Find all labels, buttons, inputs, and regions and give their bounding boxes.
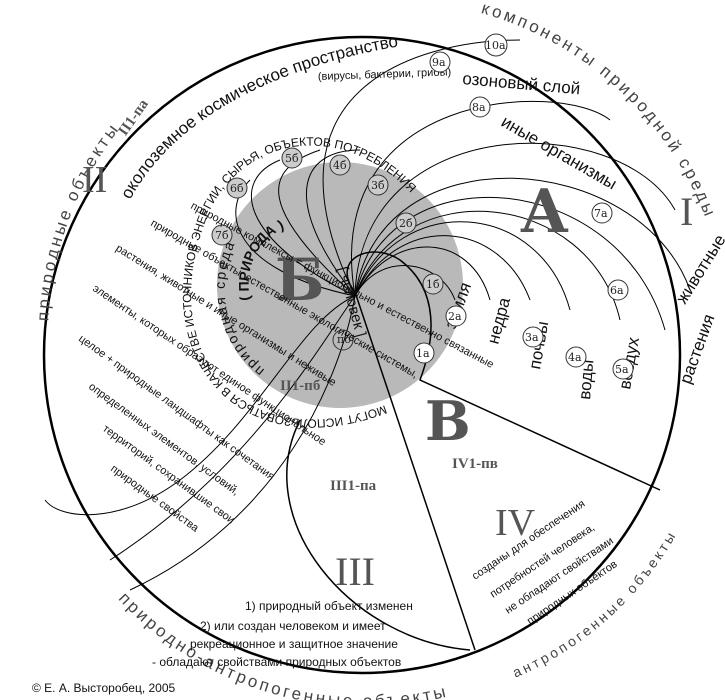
region-iii-text: 1) природный объект изменен 2) или созда… [152,599,413,669]
code-iv1pv: IV1-пв [452,456,498,472]
component-label: воды [575,359,597,401]
code-iii1pa: III1-па [330,478,377,494]
roman-i: I [680,189,693,234]
letter-v: В [425,389,471,453]
svg-text:2б: 2б [399,217,413,230]
code-pb: пб [337,333,351,346]
letter-a: А [520,177,569,247]
boundary-iii-left [286,419,471,651]
svg-text:6б: 6б [230,182,244,195]
svg-text:рекреационное и защитное значе: рекреационное и защитное значение [190,637,398,651]
svg-text:5б: 5б [285,152,299,165]
svg-text:7б: 7б [215,229,229,242]
component-label: недра [484,295,515,346]
svg-text:1б: 1б [426,278,440,291]
svg-text:7а: 7а [594,207,608,220]
svg-text:1) природный объект изменен: 1) природный объект изменен [245,599,413,613]
copyright: © Е. А. Высторобец, 2005 [32,681,176,695]
svg-text:2) или создан человеком и имее: 2) или создан человеком и имеет [200,619,386,633]
svg-text:3а: 3а [525,331,539,344]
roman-ii: II [82,159,107,201]
a-codes: 1а 2а 3а 4а 5а 6а 7а 8а 9а 10а [413,33,634,380]
svg-text:5а: 5а [615,363,629,376]
roman-iii: III [335,549,375,594]
organisms-note: (вирусы, бактерии, грибы) [318,66,452,83]
code-pb-circle [332,329,354,351]
svg-text:9а: 9а [432,56,446,69]
b-codes: 1б 2б 3б 4б 5б 6б 7б [211,147,444,295]
svg-text:6а: 6а [610,284,624,297]
svg-text:2а: 2а [448,310,462,323]
component-label: озоновый слой [462,69,581,98]
letter-b: Б [275,246,325,314]
outer-circle [42,35,682,675]
svg-text:1а: 1а [416,347,430,360]
svg-text:4б: 4б [333,159,347,172]
component-label: растения [676,312,719,387]
code-ii1pb: II1-пб [280,378,320,394]
svg-text:- обладают свойствами природны: - обладают свойствами природных объектов [152,655,401,669]
region-iv-text: созданы для обеспечения потребностей чел… [470,498,620,628]
svg-text:10а: 10а [485,39,506,52]
roman-iv: IV [495,502,536,544]
svg-text:4а: 4а [568,351,582,364]
svg-text:8а: 8а [472,101,486,114]
svg-text:3б: 3б [371,179,385,192]
boundary-iii [354,291,476,651]
